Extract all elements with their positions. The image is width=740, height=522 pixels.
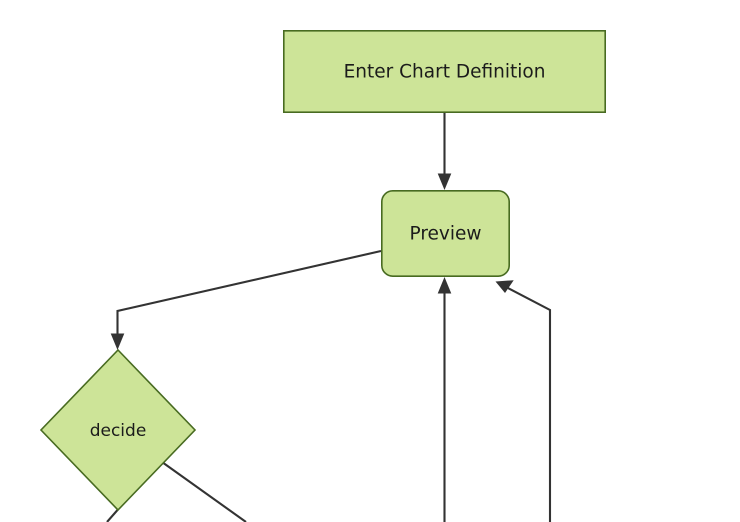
edge-line	[505, 286, 552, 522]
arrowhead-icon	[495, 280, 514, 293]
edge-bottom-left-to-preview	[437, 277, 452, 522]
edge-line	[106, 509, 119, 522]
node-enter-chart-definition[interactable]: Enter Chart Definition	[282, 29, 606, 114]
edge-line	[116, 249, 382, 338]
arrowhead-icon	[437, 277, 452, 294]
decision-diamond[interactable]	[39, 348, 197, 512]
edge-preview-to-decide	[110, 249, 382, 350]
arrowhead-icon	[437, 173, 452, 190]
edge-decide-bottom-out	[106, 509, 119, 522]
edge-bottom-right-to-preview	[495, 280, 552, 522]
edge-decide-right-out	[161, 461, 247, 522]
arrowhead-icon	[110, 333, 125, 350]
edge-line	[161, 461, 247, 522]
rounded-box[interactable]	[380, 190, 510, 278]
node-preview[interactable]: Preview	[380, 190, 510, 278]
node-decide[interactable]: decide	[39, 348, 197, 512]
process-box[interactable]	[282, 29, 606, 114]
edge-enter-to-preview	[437, 113, 452, 190]
